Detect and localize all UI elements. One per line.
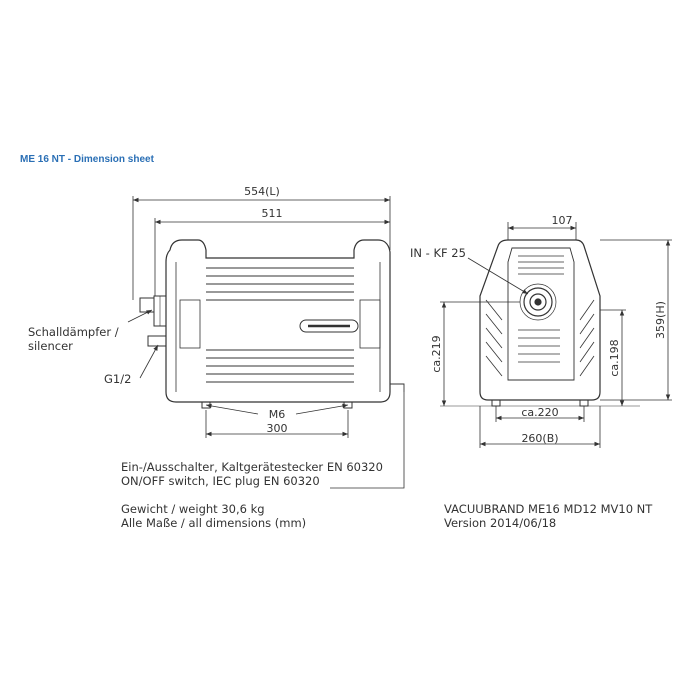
callout-silencer-de: Schalldämpfer / bbox=[28, 325, 119, 339]
inlet-flange bbox=[523, 287, 553, 317]
side-view-body bbox=[165, 239, 391, 403]
dim-height: 359(H) bbox=[654, 301, 667, 339]
dim-body-length: 511 bbox=[262, 207, 283, 220]
callout-silencer-en: silencer bbox=[28, 339, 73, 353]
note-weight: Gewicht / weight 30,6 kg bbox=[121, 502, 265, 516]
front-view bbox=[479, 239, 601, 407]
note-model: VACUUBRAND ME16 MD12 MV10 NT bbox=[444, 502, 653, 516]
dim-inlet: IN - KF 25 bbox=[410, 246, 466, 260]
dim-overall-width: 260(B) bbox=[521, 432, 558, 445]
dim-front-width-top: 107 bbox=[552, 214, 573, 227]
dim-overall-length: 554(L) bbox=[244, 185, 280, 198]
front-foot-right bbox=[579, 399, 589, 407]
note-switch-en: ON/OFF switch, IEC plug EN 60320 bbox=[121, 474, 320, 488]
callout-outlet-thread: G1/2 bbox=[104, 372, 131, 386]
front-foot-left bbox=[491, 399, 501, 407]
note-version: Version 2014/06/18 bbox=[444, 516, 556, 530]
dim-left-height: ca.219 bbox=[430, 335, 443, 372]
dim-front-foot-spacing: ca.220 bbox=[521, 406, 558, 419]
note-switch-de: Ein-/Ausschalter, Kaltgerätestecker EN 6… bbox=[121, 460, 383, 474]
dim-foot-thread: M6 bbox=[269, 408, 286, 421]
sheet-title: ME 16 NT - Dimension sheet bbox=[20, 154, 154, 165]
front-view-housing bbox=[479, 239, 601, 401]
note-units: Alle Maße / all dimensions (mm) bbox=[121, 516, 306, 530]
brand-badge bbox=[299, 319, 359, 333]
side-view bbox=[139, 239, 405, 409]
dim-foot-spacing: 300 bbox=[267, 422, 288, 435]
dim-right-height: ca.198 bbox=[608, 339, 621, 376]
